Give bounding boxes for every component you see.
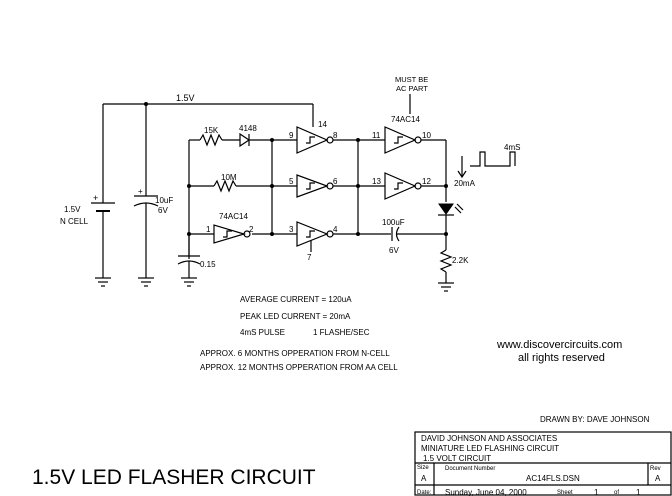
tb-company: DAVID JOHNSON AND ASSOCIATES [421,434,557,443]
note-n-cell: APPROX. 6 MONTHS OPPERATION FROM N-CELL [200,349,390,358]
drawn-by: DRAWN BY: DAVE JOHNSON [540,415,650,424]
pin-vcc: 14 [318,120,327,129]
cap-main-plus: + [138,187,143,196]
pulse-waveform: 4mS [470,143,520,167]
inverter-gate-3: 5 6 [289,174,338,198]
capacitor-timing: 0.15 [177,234,216,287]
ic-label-left: 74AC14 [219,212,248,221]
tb-size: A [421,474,427,483]
pin-g6-out: 12 [422,177,431,186]
led-output-stage: 100uF 6V 2.2K [382,139,469,292]
spec-pulse: 4mS PULSE [240,328,285,337]
pin-g2-out: 8 [333,131,338,140]
resistor-2k2-label: 2.2K [452,256,469,265]
diode-4148-label: 4148 [239,124,257,133]
title-block: DAVID JOHNSON AND ASSOCIATES MINIATURE L… [414,431,672,496]
cap-main-voltage: 6V [158,206,168,215]
tb-date: Sunday, June 04, 2000 [445,488,527,496]
diagram-title: 1.5V LED FLASHER CIRCUIT [32,466,316,489]
tb-date-label: Date: [417,490,432,496]
pin-g4-out: 4 [333,225,338,234]
note-aa-cell: APPROX. 12 MONTHS OPPERATION FROM AA CEL… [200,363,398,372]
pulse-label: 4mS [504,143,520,152]
capacitor-10uf: + 10uF 6V [133,187,173,278]
tb-docnum-label: Document Number [445,466,495,472]
supply-rail: 1.5V [102,93,314,203]
tb-line2: MINIATURE LED FLASHING CIRCUIT [421,444,559,453]
pin-g3-out: 6 [333,177,338,186]
battery-value: 1.5V [64,205,81,214]
current-label: 20mA [454,179,476,188]
ground-battery [95,277,111,287]
inverter-gate-4: 3 4 7 [289,221,338,262]
spec-peak-current: PEAK LED CURRENT = 20mA [240,312,351,321]
pin-gnd: 7 [307,253,312,262]
pin-g2-in: 9 [289,131,294,140]
tb-size-label: Size [417,465,429,471]
cap-coupling-voltage: 6V [389,246,399,255]
rail-label: 1.5V [176,93,195,103]
tb-sheet-total: 1 [636,488,641,496]
tb-sheet: 1 [594,488,599,496]
pin-g4-in: 3 [289,225,294,234]
pin-g3-in: 5 [289,177,294,186]
pin-g5-in: 11 [372,131,381,140]
resistor-15k-label: 15K [204,126,219,135]
rights-text: all rights reserved [518,352,605,364]
pin-g6-in: 13 [372,177,381,186]
ic-label-top: 74AC14 [391,115,420,124]
ground-cap [138,277,154,287]
battery-symbol: + 1.5V N CELL [60,193,115,278]
tb-docnum: AC14FLS.DSN [526,474,580,483]
battery-plus: + [93,193,98,203]
spec-average-current: AVERAGE CURRENT = 120uA [240,295,352,304]
cap-main-value: 10uF [155,196,173,205]
tb-of-label: of [614,490,619,496]
battery-type: N CELL [60,217,89,226]
tb-line3: 1.5 VOLT CIRCUIT [423,454,491,463]
inverter-gate-1: 74AC14 1 2 [206,212,254,244]
tb-sheet-label: Sheet [557,490,573,496]
website-text: www.discovercircuits.com [496,339,622,351]
resistor-10m-label: 10M [221,173,237,182]
pin-g1-in: 1 [206,225,211,234]
cap-coupling-value: 100uF [382,218,405,227]
tb-rev: A [655,474,661,483]
note-must-be-2: AC PART [396,84,428,93]
inverter-gate-5: 74AC14 11 10 [372,115,431,154]
note-must-be-1: MUST BE [395,75,428,84]
pin-g5-out: 10 [422,131,431,140]
spec-rate: 1 FLASHE/SEC [313,328,370,337]
output-bus [333,138,388,236]
current-indicator: 20mA [454,156,476,188]
feedback-network: 15K 4148 10M [187,124,297,259]
pin-g1-out: 2 [249,225,254,234]
tb-rev-label: Rev [650,466,661,472]
cap-timing-label: 0.15 [200,260,216,269]
